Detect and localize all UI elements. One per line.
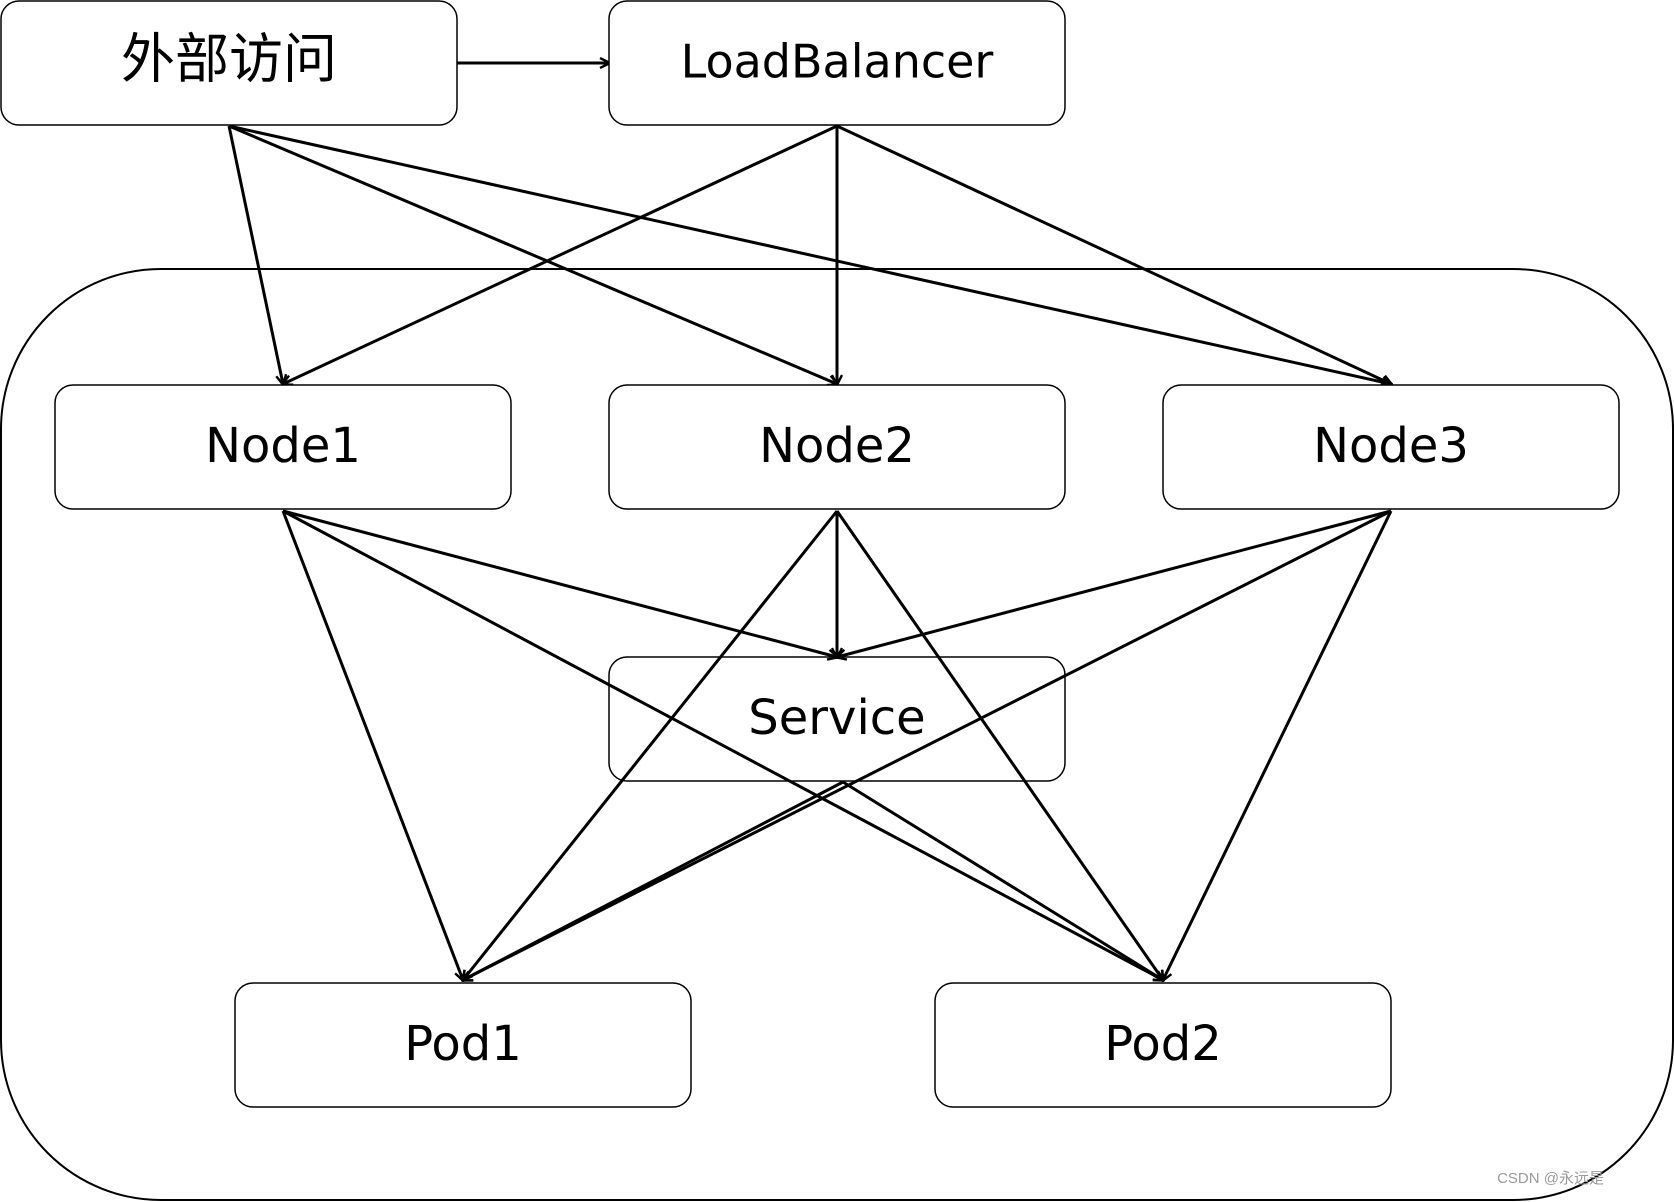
edge-node1-to-pod1	[281, 510, 463, 980]
edge-external-to-node3	[228, 124, 1391, 384]
edge-node3-to-pod2	[1163, 510, 1393, 980]
edge-node1-to-pod2	[282, 509, 1163, 980]
edge-node2-to-pod2	[835, 510, 1163, 980]
node-service: Service	[608, 656, 1066, 782]
edge-node2-to-pod1	[463, 510, 839, 980]
node-loadbalancer: LoadBalancer	[608, 0, 1066, 126]
edge-node3-to-pod1	[463, 509, 1392, 980]
node2-label: Node2	[759, 418, 915, 474]
node-external: 外部访问	[0, 0, 458, 126]
node-node3: Node3	[1162, 384, 1620, 510]
edge-node3-to-service	[837, 509, 1392, 657]
edge-loadbalancer-to-node1	[283, 124, 838, 384]
loadbalancer-label: LoadBalancer	[681, 35, 994, 89]
node-pod1: Pod1	[234, 982, 692, 1108]
edge-external-to-node1	[227, 125, 283, 384]
node3-label: Node3	[1313, 418, 1469, 474]
node-pod2: Pod2	[934, 982, 1392, 1108]
watermark: CSDN @永远是	[1497, 1170, 1604, 1187]
service-label: Service	[748, 690, 925, 746]
edges-layer	[227, 63, 1393, 980]
node-node2: Node2	[608, 384, 1066, 510]
node-node1: Node1	[54, 384, 512, 510]
edge-node1-to-service	[282, 509, 837, 657]
pod2-label: Pod2	[1104, 1016, 1222, 1072]
node1-label: Node1	[205, 418, 361, 474]
edge-external-to-node2	[228, 124, 837, 384]
external-label: 外部访问	[121, 28, 337, 91]
edge-service-to-pod2	[842, 780, 1163, 980]
pod1-label: Pod1	[404, 1016, 522, 1072]
edge-service-to-pod1	[463, 780, 844, 980]
edge-loadbalancer-to-node3	[836, 124, 1391, 384]
